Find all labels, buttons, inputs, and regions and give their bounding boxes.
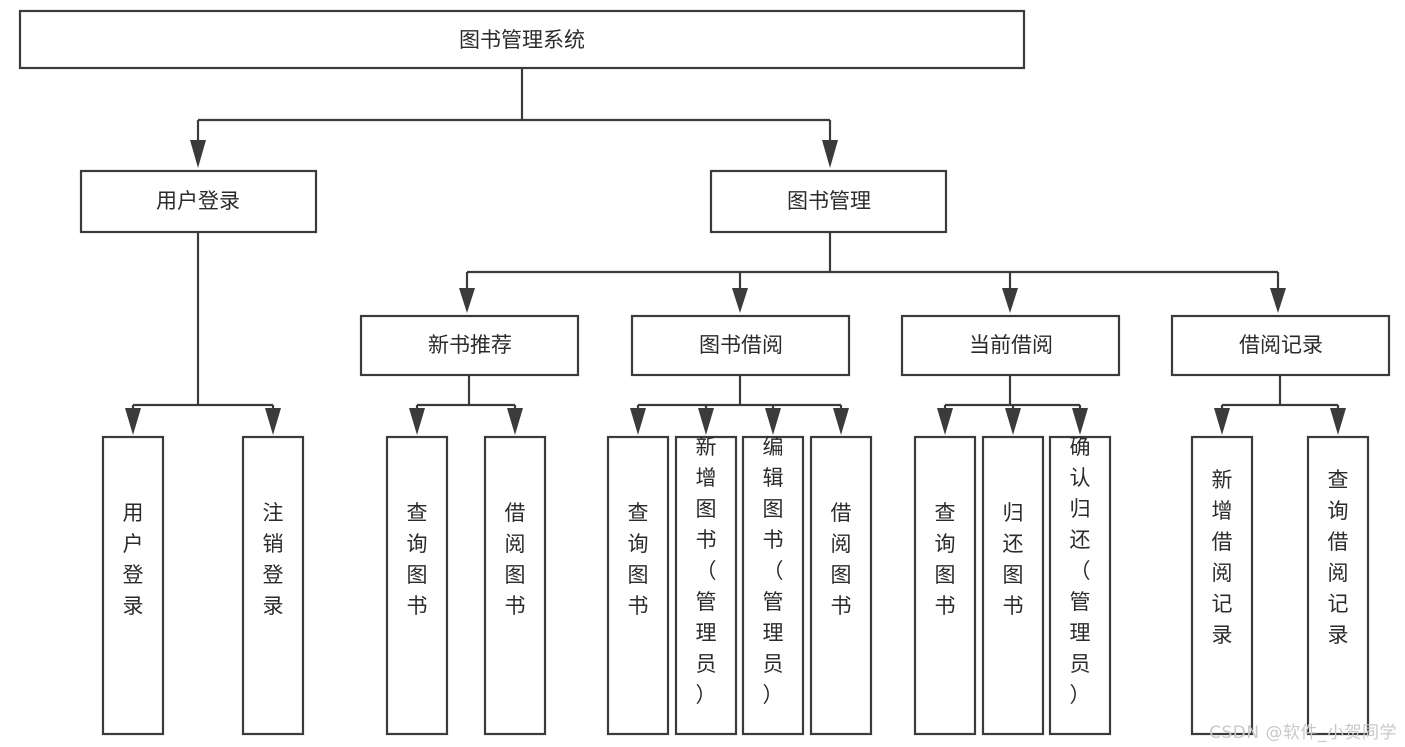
node-book-management[interactable]: 图书管理	[709, 169, 948, 234]
leaf-user-login-login-box[interactable]	[101, 435, 165, 736]
node-book-management-box[interactable]	[709, 169, 948, 234]
arrow-to-new-book-recommend	[459, 288, 475, 313]
arrow-root-to-user-login	[190, 140, 206, 168]
arrow-to-current-borrow	[1002, 288, 1018, 313]
leaf-book-borrow-edit-label: 编辑图书（管理员）	[763, 435, 784, 707]
arrow-book-borrow-leaf-1	[630, 408, 646, 435]
node-book-borrow[interactable]: 图书借阅	[630, 314, 851, 377]
node-new-book-recommend-box[interactable]	[359, 314, 580, 377]
leaf-current-borrow-return-label: 归还图书	[1003, 501, 1024, 618]
node-book-management-label: 图书管理	[787, 189, 871, 213]
node-book-borrow-box[interactable]	[630, 314, 851, 377]
leaf-user-login-logout-label: 注销登录	[263, 501, 284, 618]
leaf-book-borrow-query-label: 查询图书	[628, 501, 649, 618]
leaf-new-book-query-box[interactable]	[385, 435, 449, 736]
leaf-book-borrow-query-box[interactable]	[606, 435, 670, 736]
arrow-to-borrow-record	[1270, 288, 1286, 313]
node-borrow-record-label: 借阅记录	[1239, 333, 1323, 357]
leaf-book-borrow-edit-box[interactable]	[741, 435, 805, 736]
leaf-current-borrow-query-label: 查询图书	[935, 501, 956, 618]
node-book-borrow-label: 图书借阅	[699, 333, 783, 357]
node-user-login-box[interactable]	[79, 169, 318, 234]
leaf-book-borrow-add-label: 新增图书（管理员）	[696, 435, 717, 707]
leaf-book-borrow-add-box[interactable]	[674, 435, 738, 736]
leaf-user-login-login-label: 用户登录	[123, 501, 144, 618]
leaf-borrow-record-query-box[interactable]	[1306, 435, 1370, 736]
leaf-current-borrow-confirm-label: 确认归还（管理员）	[1070, 435, 1091, 707]
leaf-user-login-logout[interactable]: 注销登录	[241, 435, 305, 736]
leaf-current-borrow-return-box[interactable]	[981, 435, 1045, 736]
node-root-label: 图书管理系统	[459, 28, 585, 52]
leaf-new-book-borrow[interactable]: 借阅图书	[483, 435, 547, 736]
arrow-user-login-leaf-1	[125, 408, 141, 435]
arrow-borrow-record-leaf-2	[1330, 408, 1346, 435]
leaf-current-borrow-confirm-box[interactable]	[1048, 435, 1112, 736]
leaf-book-borrow-add[interactable]: 新增图书（管理员）	[674, 435, 738, 736]
leaf-user-login-logout-box[interactable]	[241, 435, 305, 736]
node-root-book-management-system[interactable]: 图书管理系统	[18, 9, 1026, 70]
node-user-login-label: 用户登录	[156, 189, 240, 213]
arrow-user-login-leaf-2	[265, 408, 281, 435]
node-current-borrow-label: 当前借阅	[969, 333, 1053, 357]
leaf-current-borrow-return[interactable]: 归还图书	[981, 435, 1045, 736]
node-new-book-recommend-label: 新书推荐	[428, 333, 512, 357]
node-current-borrow[interactable]: 当前借阅	[900, 314, 1121, 377]
arrow-current-borrow-leaf-2	[1005, 408, 1021, 435]
leaf-borrow-record-add-box[interactable]	[1190, 435, 1254, 736]
leaf-new-book-query[interactable]: 查询图书	[385, 435, 449, 736]
leaf-book-borrow-borrow[interactable]: 借阅图书	[809, 435, 873, 736]
connector-layer	[125, 68, 1346, 435]
leaf-book-borrow-edit[interactable]: 编辑图书（管理员）	[741, 435, 805, 736]
leaf-user-login-login[interactable]: 用户登录	[101, 435, 165, 736]
leaf-current-borrow-query-box[interactable]	[913, 435, 977, 736]
leaf-new-book-query-label: 查询图书	[407, 501, 428, 618]
leaf-borrow-record-query-label: 查询借阅记录	[1328, 468, 1349, 647]
leaf-book-borrow-borrow-label: 借阅图书	[831, 501, 852, 618]
arrow-root-to-book-manage	[822, 140, 838, 168]
arrow-current-borrow-leaf-1	[937, 408, 953, 435]
arrow-to-book-borrow	[732, 288, 748, 313]
leaf-book-borrow-query[interactable]: 查询图书	[606, 435, 670, 736]
arrow-borrow-record-leaf-1	[1214, 408, 1230, 435]
leaf-current-borrow-confirm[interactable]: 确认归还（管理员）	[1048, 435, 1112, 736]
arrow-current-borrow-leaf-3	[1072, 408, 1088, 435]
arrow-book-borrow-leaf-2	[698, 408, 714, 435]
node-current-borrow-box[interactable]	[900, 314, 1121, 377]
arrow-new-book-leaf-2	[507, 408, 523, 435]
leaf-borrow-record-add-label: 新增借阅记录	[1212, 468, 1233, 647]
csdn-watermark: CSDN @软件_小贺同学	[1209, 723, 1397, 743]
node-borrow-record[interactable]: 借阅记录	[1170, 314, 1391, 377]
leaf-new-book-borrow-box[interactable]	[483, 435, 547, 736]
leaf-new-book-borrow-label: 借阅图书	[505, 501, 526, 618]
node-new-book-recommend[interactable]: 新书推荐	[359, 314, 580, 377]
arrow-new-book-leaf-1	[409, 408, 425, 435]
node-root-box[interactable]	[18, 9, 1026, 70]
arrow-book-borrow-leaf-3	[765, 408, 781, 435]
node-user-login[interactable]: 用户登录	[79, 169, 318, 234]
leaf-current-borrow-query[interactable]: 查询图书	[913, 435, 977, 736]
leaf-borrow-record-query[interactable]: 查询借阅记录	[1306, 435, 1370, 736]
leaf-book-borrow-borrow-box[interactable]	[809, 435, 873, 736]
node-borrow-record-box[interactable]	[1170, 314, 1391, 377]
leaf-borrow-record-add[interactable]: 新增借阅记录	[1190, 435, 1254, 736]
arrow-book-borrow-leaf-4	[833, 408, 849, 435]
